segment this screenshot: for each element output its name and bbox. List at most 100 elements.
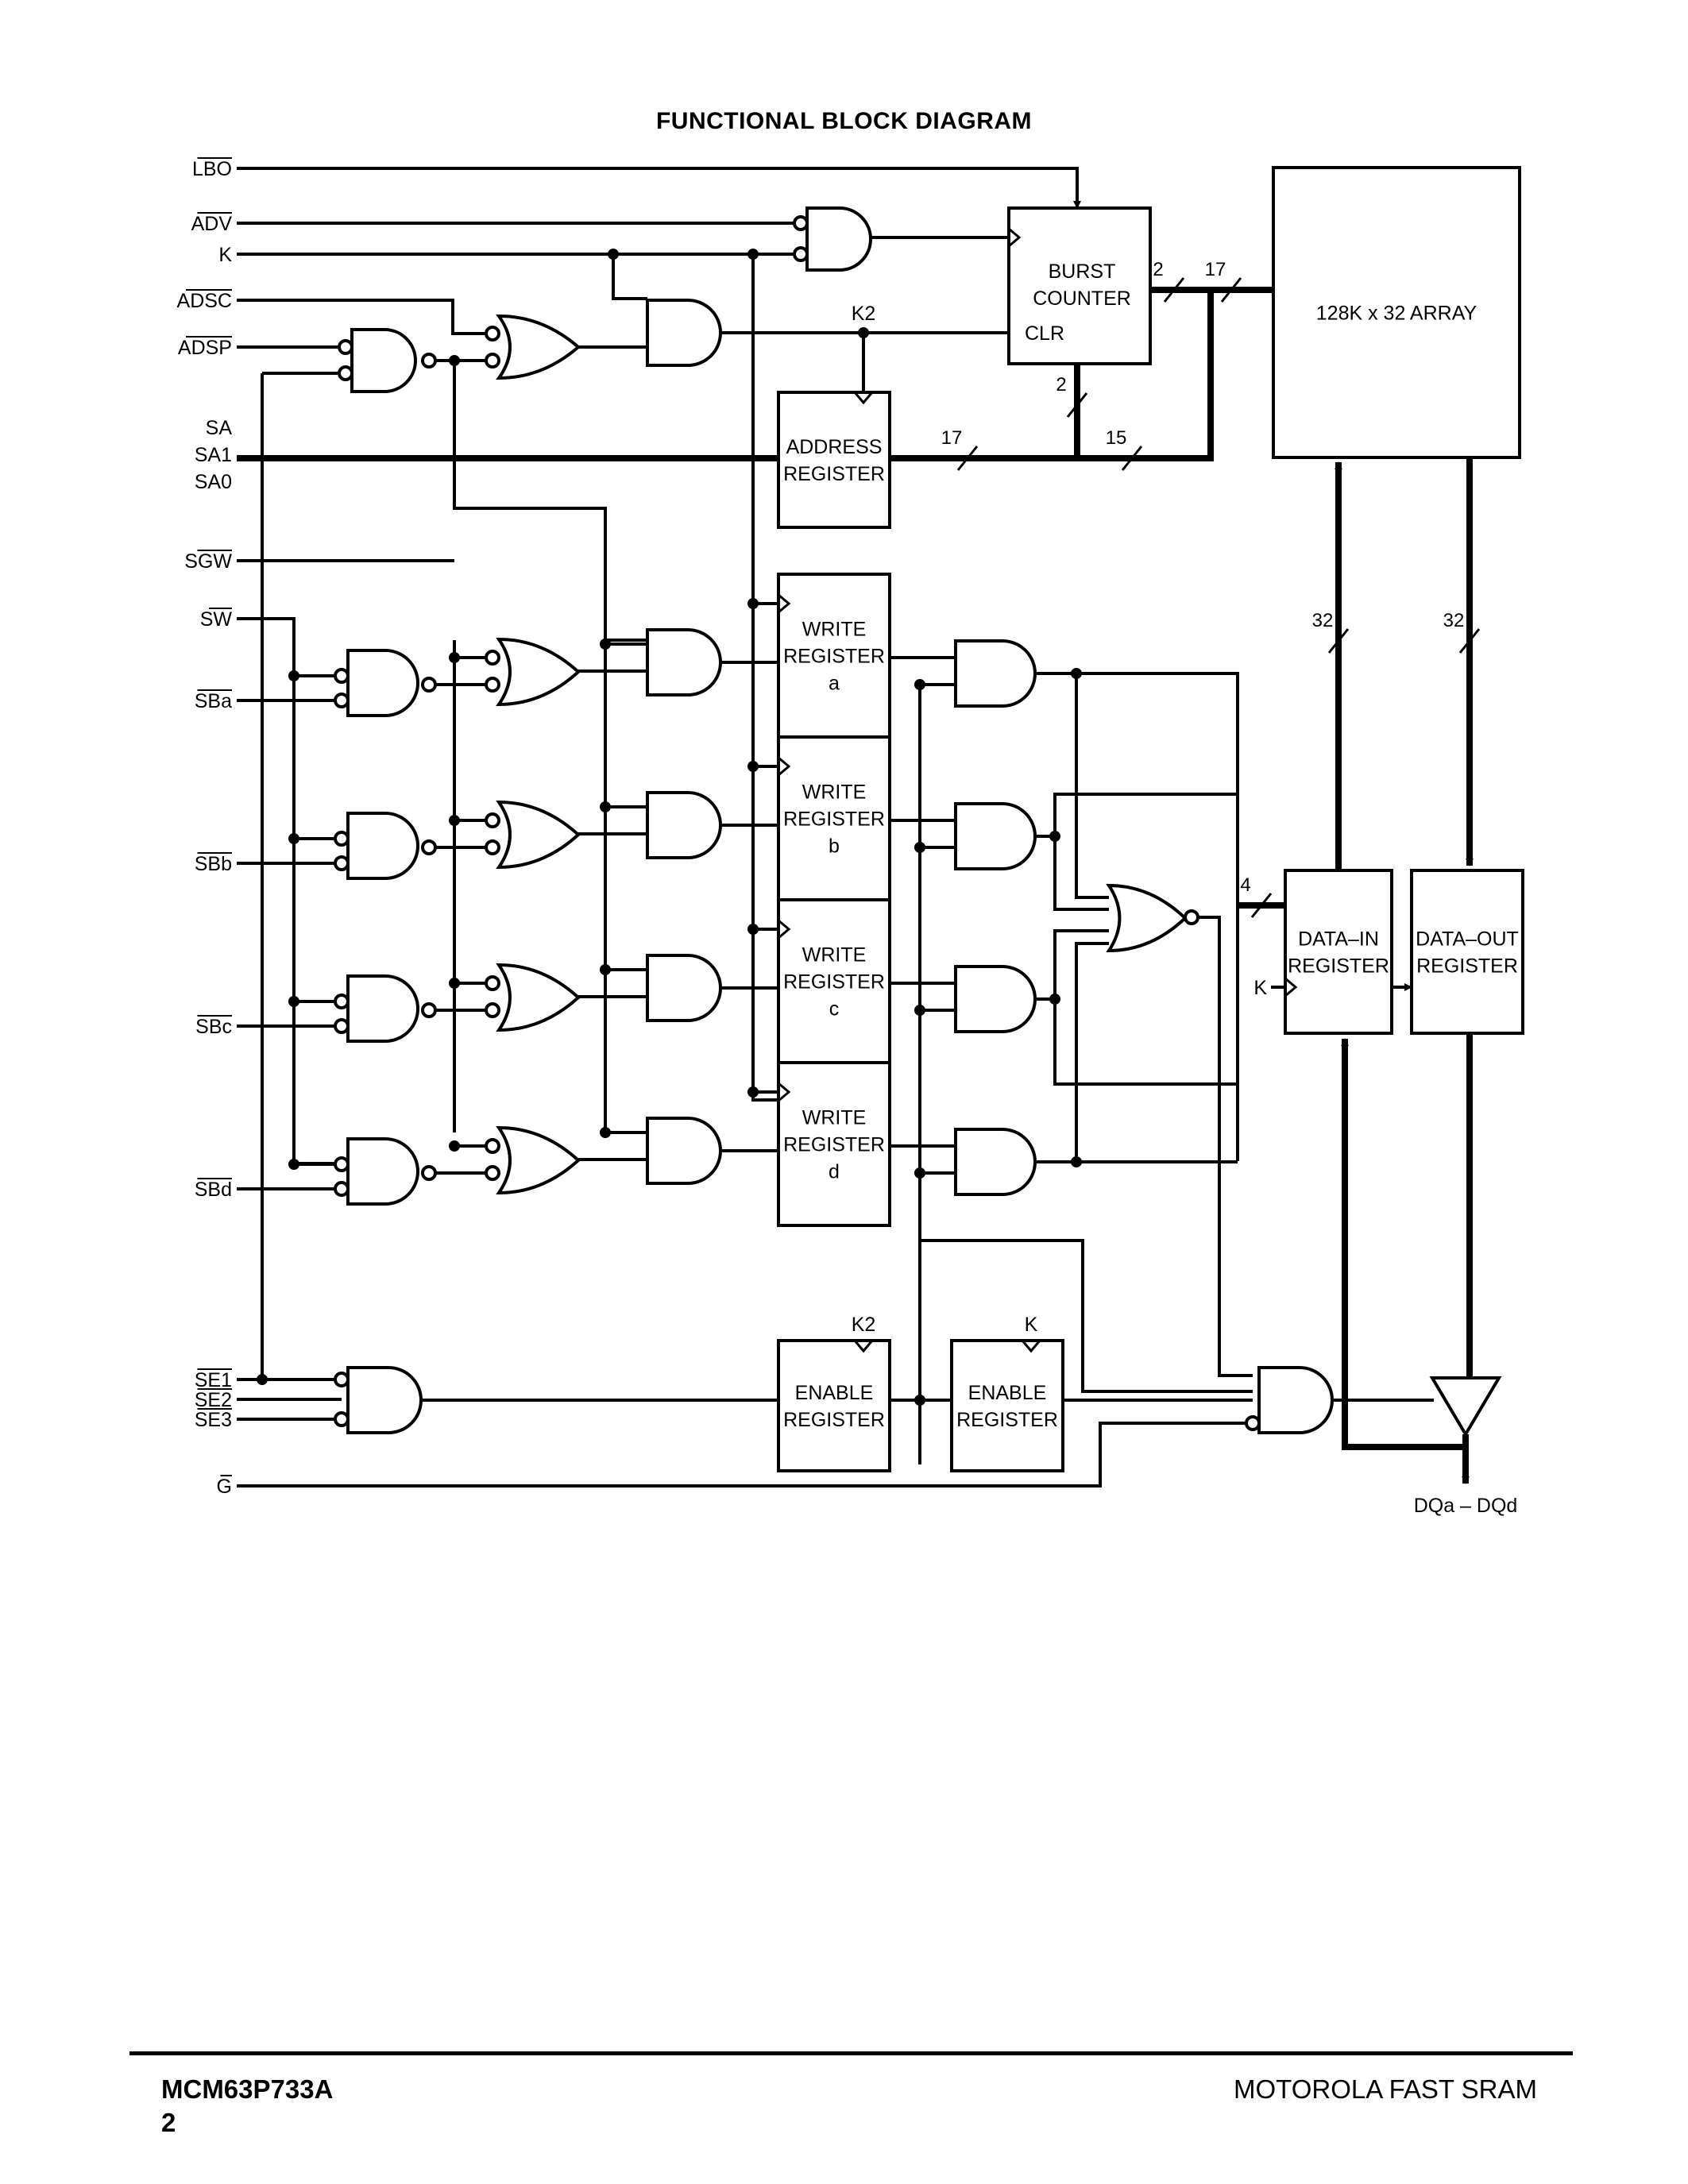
burst-counter: [1007, 206, 1152, 365]
nand-gate-a: [346, 649, 419, 717]
junction-dot: [608, 249, 619, 260]
register-blocks: 128K x 32 ARRAYADDRESSREGISTERWRITEREGIS…: [777, 166, 1524, 1472]
clock-input: [1021, 1340, 1041, 1353]
burst-counter-text: BURST: [1049, 260, 1116, 283]
data-out-register-text: DATA–OUT: [1416, 928, 1519, 951]
bus-width-label: 32: [1443, 610, 1465, 631]
or-gate-a: [496, 637, 581, 707]
junction-dot: [288, 996, 299, 1007]
junction-dot: [747, 598, 759, 609]
wire-out-a-or: [1075, 673, 1109, 899]
write-register-d-text: d: [829, 1161, 840, 1183]
memory-array-box: [1272, 166, 1521, 459]
address-register-text: REGISTER: [783, 463, 885, 485]
junction-dot: [288, 670, 299, 681]
clock-input: [778, 1082, 791, 1102]
inversion-bubble: [421, 353, 437, 369]
junction-dot: [1071, 668, 1082, 679]
signal-sbc: SBc: [195, 1016, 232, 1038]
signal-sa: SA: [206, 417, 233, 439]
signal-se3: SE3: [195, 1409, 232, 1431]
enable-register-1-box: [777, 1339, 891, 1472]
bus-width-slash: [956, 446, 979, 471]
junction-dot: [914, 1167, 925, 1179]
enable-register-2: ENABLE REGISTER: [950, 1339, 1064, 1472]
bus-width-slash: [1458, 628, 1481, 654]
nor-gate-write: [1106, 883, 1188, 953]
bus-width-slash: [1121, 446, 1143, 471]
inversion-bubble: [421, 1165, 437, 1181]
clock-input: [853, 1340, 874, 1353]
output-buffer: [1429, 1376, 1502, 1437]
signal-sa1: SA1: [195, 444, 232, 466]
signal-labels: LBOADVKADSCADSPSASA1SA0SGWSWSBaSBbSBcSBd…: [177, 157, 1517, 1517]
wire-out-c-or: [1053, 929, 1109, 999]
inversion-bubble: [334, 831, 350, 847]
or-gate-adsc: [496, 314, 581, 380]
wire-out-c: [1035, 997, 1238, 1086]
burst-counter-clr: CLR: [1025, 322, 1064, 345]
inversion-bubble: [334, 1156, 350, 1172]
inversion-bubble: [334, 994, 350, 1009]
write-register-d-text: WRITE: [802, 1107, 867, 1129]
junction-dot: [747, 249, 759, 260]
enable-register-2-text: REGISTER: [956, 1409, 1058, 1431]
inversion-bubble: [485, 677, 500, 693]
clock-k-datain: K: [1253, 977, 1267, 999]
inversion-bubble: [334, 693, 350, 708]
diagram-title: FUNCTIONAL BLOCK DIAGRAM: [655, 108, 1033, 134]
data-out-register: DATA–OUT REGISTER: [1410, 869, 1524, 1035]
and-gate-out-b: [954, 802, 1037, 870]
junction-dot: [288, 833, 299, 844]
bus-io-datain: [1341, 1038, 1466, 1450]
and-gate-adv: [805, 206, 872, 272]
and-gate-a: [646, 628, 722, 696]
inversion-bubble: [334, 1372, 350, 1387]
bus-width-slash: [1327, 628, 1350, 654]
signal-sw: SW: [200, 608, 233, 631]
footer-left: MCM63P733A 2: [161, 2073, 333, 2140]
junction-dot: [449, 978, 460, 989]
inversion-bubble: [485, 812, 500, 828]
inversion-bubble: [334, 855, 350, 871]
or-gate-b: [496, 800, 581, 870]
address-register-text: ADDRESS: [786, 436, 883, 458]
signal-adv: ADV: [191, 213, 233, 235]
signal-g: G: [217, 1476, 232, 1498]
clock-input: [853, 392, 874, 405]
inversion-bubble: [421, 839, 437, 855]
data-out-register-text: REGISTER: [1416, 955, 1518, 978]
inversion-bubble: [334, 1018, 350, 1034]
wire-g: [237, 1422, 1247, 1488]
address-register: ADDRESS REGISTER: [777, 391, 891, 529]
write-register-b-text: b: [829, 835, 840, 858]
nand-gate-c: [346, 974, 419, 1043]
write-register-d: WRITE REGISTER d: [777, 1061, 891, 1227]
or-gate-d: [496, 1125, 581, 1195]
inversion-bubble: [485, 353, 500, 369]
inversion-bubble: [421, 677, 437, 693]
write-register-d-text: REGISTER: [783, 1134, 885, 1156]
and-gate-b: [646, 791, 722, 859]
enable-register-2-text: ENABLE: [968, 1382, 1047, 1404]
part-number: MCM63P733A: [161, 2074, 334, 2104]
wire-adsp-write: [453, 361, 647, 642]
bus-address-out: [890, 290, 1214, 461]
nand-gate-d: [346, 1137, 419, 1206]
junction-dot: [449, 1140, 460, 1152]
write-register-a-text: WRITE: [802, 619, 867, 641]
inversion-bubble: [334, 668, 350, 684]
data-in-register-box: [1284, 869, 1393, 1035]
inversion-bubble: [793, 215, 809, 231]
bus-width-slash: [1250, 893, 1273, 918]
write-register-b-text: WRITE: [802, 781, 867, 804]
footer-rule: [129, 2051, 1573, 2055]
bus-width-label: 2: [1153, 259, 1163, 280]
junction-dot: [747, 924, 759, 935]
address-register-box: [777, 391, 891, 529]
write-register-a-box: [777, 573, 891, 739]
enable-register-1-text: REGISTER: [783, 1409, 885, 1431]
